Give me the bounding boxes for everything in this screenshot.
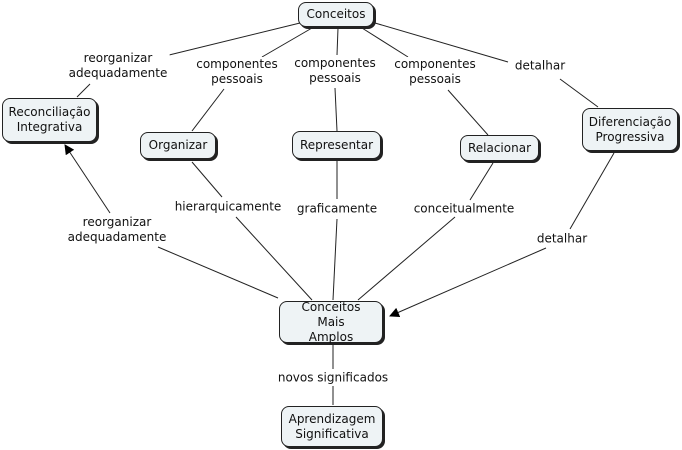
connector	[559, 78, 599, 108]
link-label-graficamente: graficamente	[294, 201, 380, 217]
concept-node-diferenciacao-progressiva[interactable]: Diferenciação Progressiva	[582, 108, 678, 151]
connector	[361, 27, 409, 58]
concept-node-conceitos-mais-amplos[interactable]: Conceitos Mais Amplos	[279, 300, 383, 344]
connector	[569, 152, 615, 230]
arrow-connector	[64, 144, 111, 214]
connector	[261, 27, 313, 58]
connector	[157, 246, 279, 299]
link-label-reorganizar-bottom: reorganizar adequadamente	[65, 215, 169, 245]
connector	[332, 218, 338, 301]
link-label-reorganizar-top: reorganizar adequadamente	[66, 51, 170, 81]
link-label-detalhar-top: detalhar	[512, 58, 568, 74]
concept-node-relacionar[interactable]: Relacionar	[460, 135, 539, 161]
concept-node-reconciliacao-integrativa[interactable]: Reconciliação Integrativa	[2, 98, 97, 142]
link-label-componentes-pessoais-1: componentes pessoais	[194, 57, 280, 87]
link-label-componentes-pessoais-3: componentes pessoais	[392, 57, 478, 87]
connector	[336, 27, 339, 56]
link-label-conceitualmente: conceitualmente	[411, 201, 517, 217]
arrow-connector	[389, 247, 547, 317]
connector	[76, 83, 91, 98]
connector	[235, 216, 313, 301]
connector	[334, 87, 338, 132]
connector	[469, 162, 494, 201]
connector	[357, 216, 456, 301]
link-label-componentes-pessoais-2: componentes pessoais	[292, 56, 378, 86]
link-label-hierarquicamente: hierarquicamente	[172, 199, 284, 215]
link-label-detalhar-bottom: detalhar	[534, 231, 590, 247]
concept-node-aprendizagem-significativa[interactable]: Aprendizagem Significativa	[281, 406, 383, 447]
connector	[191, 161, 223, 198]
concept-node-organizar[interactable]: Organizar	[140, 132, 216, 159]
connector	[447, 89, 489, 136]
concept-node-conceitos[interactable]: Conceitos	[298, 2, 374, 27]
connector	[191, 88, 225, 132]
connector	[374, 22, 509, 63]
connector	[164, 22, 301, 57]
link-label-novos-significados: novos significados	[275, 370, 391, 386]
concept-node-representar[interactable]: Representar	[292, 131, 381, 159]
